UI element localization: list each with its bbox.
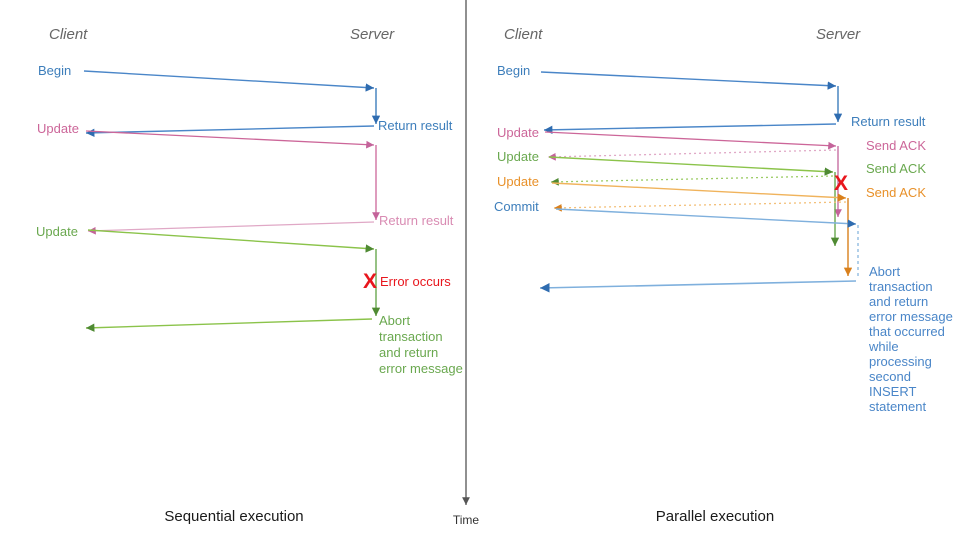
message-label-commit: Commit [494, 199, 539, 214]
message-label-update-orange-parallel: Update [497, 174, 539, 189]
message-label-update-green-parallel: Update [497, 149, 539, 164]
abort-p-line-7: processing [869, 354, 932, 369]
arrow-update-pink-parallel [544, 131, 837, 150]
lane-title-client-sequential: Client [49, 26, 88, 43]
abort-p-line-4: error message [869, 309, 953, 324]
message-label-return-result-pink: Return result [379, 213, 454, 228]
message-label-update-pink-parallel: Update [497, 125, 539, 140]
abort-line-1: Abort [379, 313, 410, 328]
message-label-abort-parallel: Abort transaction and return error messa… [868, 264, 956, 414]
arrow-send-ack-orange [553, 201, 847, 212]
arrow-update-green [87, 229, 375, 253]
arrow-begin-parallel [540, 71, 837, 90]
message-label-return-result-blue: Return result [378, 118, 453, 133]
message-update-pink-sequential: Update [37, 121, 375, 149]
arrow-return-result-blue [85, 125, 375, 137]
message-label-update-pink: Update [37, 121, 79, 136]
arrow-return-result-pink [87, 221, 375, 235]
abort-line-3: and return [379, 345, 438, 360]
abort-p-line-1: Abort [869, 264, 900, 279]
message-return-result-parallel: Return result [543, 114, 926, 135]
arrow-send-ack-pink [547, 149, 837, 161]
abort-p-line-8: second [869, 369, 911, 384]
message-begin-sequential: Begin [38, 63, 375, 92]
message-return-result-pink-sequential: Return result [87, 213, 454, 235]
arrow-update-green-parallel [548, 156, 834, 176]
caption-sequential: Sequential execution [164, 508, 303, 525]
lane-title-server-parallel: Server [816, 26, 861, 43]
message-label-update-green: Update [36, 224, 78, 239]
message-label-begin: Begin [38, 63, 71, 78]
message-label-send-ack-green: Send ACK [866, 161, 926, 176]
error-marker-sequential: X Error occurs [363, 270, 451, 293]
abort-p-line-2: transaction [869, 279, 933, 294]
time-axis: Time [453, 0, 480, 527]
message-label-abort-sequential: Abort transaction and return error messa… [379, 313, 463, 376]
abort-p-line-10: statement [869, 399, 926, 414]
arrow-send-ack-green [550, 175, 834, 186]
arrow-return-result-blue-parallel [543, 123, 837, 135]
panel-parallel: Client Server Begin Return result Update… [494, 26, 956, 525]
message-update-green-sequential: Update [36, 224, 375, 253]
message-return-result-blue-sequential: Return result [85, 118, 453, 137]
message-update-green-parallel: Update [497, 149, 834, 176]
message-commit-parallel: Commit [494, 199, 857, 228]
message-update-orange-parallel: Update [497, 174, 847, 202]
error-marker-parallel: X [834, 172, 848, 195]
time-axis-label: Time [453, 513, 480, 527]
message-label-begin-parallel: Begin [497, 63, 530, 78]
arrow-begin [83, 70, 375, 92]
message-update-pink-parallel: Update [497, 125, 837, 150]
abort-line-2: transaction [379, 329, 443, 344]
message-abort-sequential: Abort transaction and return error messa… [85, 313, 463, 376]
message-abort-parallel: Abort transaction and return error messa… [539, 264, 956, 414]
message-label-error-occurs: Error occurs [380, 274, 451, 289]
panel-sequential: Client Server Begin Return result Update… [36, 26, 463, 525]
lane-title-server-sequential: Server [350, 26, 395, 43]
lane-title-client-parallel: Client [504, 26, 543, 43]
arrow-update-pink [85, 130, 375, 149]
error-x-icon: X [363, 270, 377, 293]
message-label-return-result-parallel: Return result [851, 114, 926, 129]
arrow-abort-blue [539, 280, 857, 293]
arrow-update-orange-parallel [551, 182, 847, 202]
caption-parallel: Parallel execution [656, 508, 774, 525]
error-x-icon-parallel: X [834, 172, 848, 195]
message-label-send-ack-pink: Send ACK [866, 138, 926, 153]
abort-p-line-3: and return [869, 294, 928, 309]
arrow-abort-green [85, 318, 373, 332]
arrow-commit [555, 208, 857, 228]
abort-p-line-6: while [868, 339, 899, 354]
message-label-send-ack-orange: Send ACK [866, 185, 926, 200]
message-begin-parallel: Begin [497, 63, 837, 90]
abort-line-4: error message [379, 361, 463, 376]
abort-p-line-5: that occurred [869, 324, 945, 339]
abort-p-line-9: INSERT [869, 384, 916, 399]
